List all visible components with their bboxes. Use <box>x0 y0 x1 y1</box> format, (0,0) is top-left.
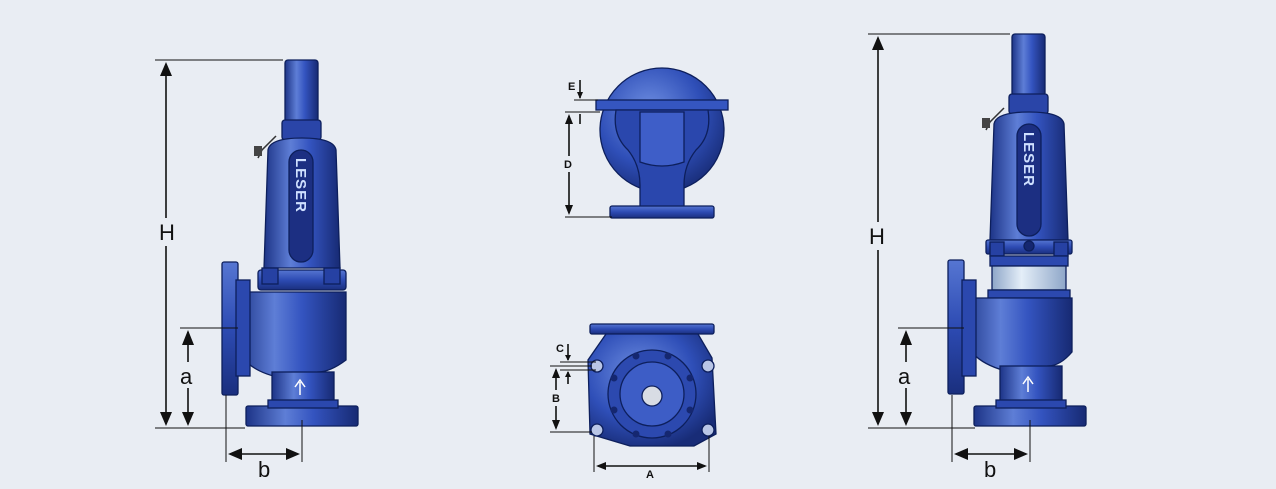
label-a-left: a <box>180 364 193 389</box>
dimension-D: D <box>560 111 612 218</box>
brand-logo-left: LESER <box>292 158 309 213</box>
label-H-right: H <box>869 224 885 249</box>
label-b-left: b <box>258 457 270 482</box>
label-a-right: a <box>898 364 911 389</box>
dimension-H-right: H <box>866 33 1010 429</box>
dimension-E: E <box>568 80 598 124</box>
dimension-b-right: b <box>951 395 1031 482</box>
label-A: A <box>646 469 654 481</box>
dimension-A: A <box>593 436 710 481</box>
dimension-C: C <box>556 343 596 384</box>
right-valve: LESER <box>947 33 1087 427</box>
label-H-left: H <box>159 220 175 245</box>
brand-logo-right: LESER <box>1020 132 1037 187</box>
dimension-a-left: a <box>178 327 238 426</box>
label-C: C <box>556 343 564 355</box>
dimension-b-left: b <box>225 395 303 482</box>
dimension-H-left: H <box>155 59 283 429</box>
left-valve: LESER <box>221 59 359 427</box>
center-top-view <box>595 67 729 219</box>
dimension-a-right: a <box>896 327 964 426</box>
center-bottom-view <box>587 323 717 447</box>
dimension-B: B <box>548 365 592 433</box>
label-D: D <box>564 159 572 171</box>
label-E: E <box>568 81 575 93</box>
label-b-right: b <box>984 457 996 482</box>
label-B: B <box>552 393 560 405</box>
